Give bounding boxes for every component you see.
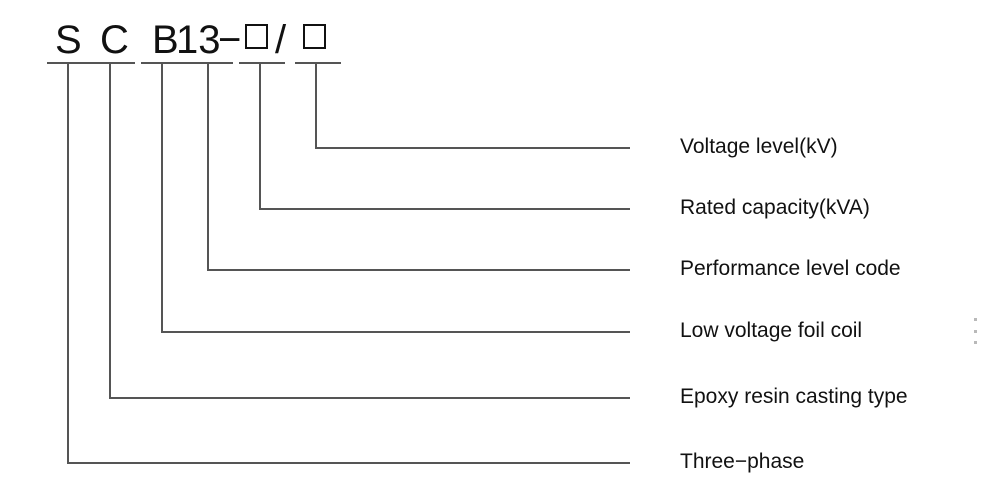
- model-code-placeholder-box: [303, 24, 326, 49]
- dot: [973, 341, 977, 344]
- callout-tick-low-voltage-foil-coil: [141, 62, 187, 64]
- callout-label-low-voltage-foil-coil: Low voltage foil coil: [680, 319, 863, 342]
- callout-stem-rated-capacity: [259, 62, 261, 208]
- callout-run-voltage-level: [315, 147, 630, 149]
- callout-tick-performance-level-code: [187, 62, 233, 64]
- model-code-token-dash: −: [218, 18, 242, 62]
- model-code-token-slash: /: [275, 18, 287, 62]
- callout-stem-performance-level-code: [207, 62, 209, 269]
- callout-stem-epoxy-resin-casting-type: [109, 62, 111, 397]
- dot: [973, 329, 977, 333]
- callout-label-three-phase: Three−phase: [680, 450, 805, 473]
- callout-tick-rated-capacity: [239, 62, 285, 64]
- callout-label-epoxy-resin-casting-type: Epoxy resin casting type: [680, 385, 908, 408]
- callout-tick-voltage-level: [295, 62, 341, 64]
- model-code-token-letter: C: [100, 18, 129, 62]
- drag-handle-dots-icon: [973, 318, 977, 344]
- callout-run-rated-capacity: [259, 208, 630, 210]
- dot: [973, 318, 977, 321]
- model-code-token-letter: S: [55, 18, 82, 62]
- callout-stem-voltage-level: [315, 62, 317, 147]
- callout-run-low-voltage-foil-coil: [161, 331, 630, 333]
- callout-stem-three-phase: [67, 62, 69, 462]
- model-code-token-letter: B: [152, 18, 179, 62]
- model-code-placeholder-box: [245, 24, 268, 49]
- callout-run-epoxy-resin-casting-type: [109, 397, 630, 399]
- callout-run-three-phase: [67, 462, 630, 464]
- callout-run-performance-level-code: [207, 269, 630, 271]
- callout-label-voltage-level: Voltage level(kV): [680, 135, 838, 158]
- callout-stem-low-voltage-foil-coil: [161, 62, 163, 331]
- callout-label-rated-capacity: Rated capacity(kVA): [680, 196, 870, 219]
- callout-tick-three-phase: [47, 62, 93, 64]
- callout-label-performance-level-code: Performance level code: [680, 257, 901, 280]
- callout-tick-epoxy-resin-casting-type: [89, 62, 135, 64]
- model-code-token-number: 13: [176, 18, 221, 62]
